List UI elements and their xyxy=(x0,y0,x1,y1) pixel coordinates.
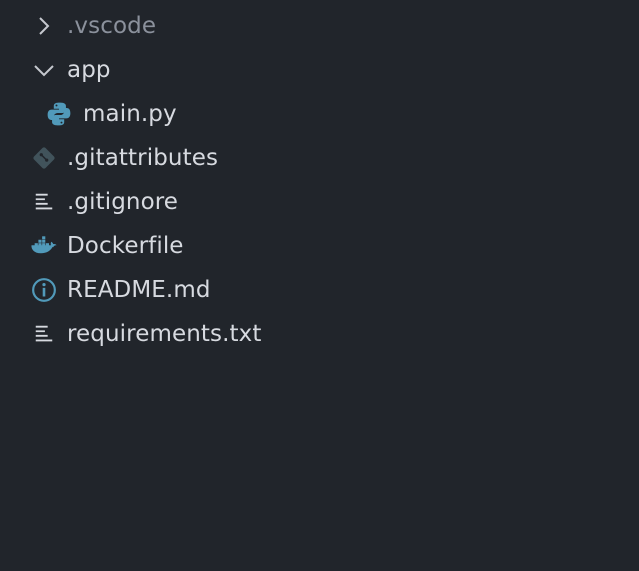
python-icon xyxy=(46,101,72,127)
tree-item-readme[interactable]: README.md xyxy=(0,268,639,312)
tree-item-label: main.py xyxy=(83,101,177,127)
tree-item-requirements[interactable]: requirements.txt xyxy=(0,312,639,356)
tree-item-label: .gitignore xyxy=(67,189,179,215)
info-icon xyxy=(30,276,58,304)
text-lines-icon xyxy=(30,188,58,216)
text-lines-icon xyxy=(30,320,58,348)
tree-item-label: README.md xyxy=(67,277,211,303)
tree-item-vscode-folder[interactable]: .vscode xyxy=(0,4,639,48)
tree-item-label: .vscode xyxy=(67,13,157,39)
tree-item-main-py[interactable]: main.py xyxy=(0,92,639,136)
docker-icon xyxy=(30,232,58,260)
chevron-down-icon xyxy=(32,58,56,82)
git-icon xyxy=(30,144,58,172)
tree-item-app-folder[interactable]: app xyxy=(0,48,639,92)
tree-item-label: app xyxy=(67,57,111,83)
tree-item-gitignore[interactable]: .gitignore xyxy=(0,180,639,224)
tree-item-dockerfile[interactable]: Dockerfile xyxy=(0,224,639,268)
chevron-right-icon xyxy=(32,14,56,38)
tree-item-label: .gitattributes xyxy=(67,145,219,171)
tree-item-label: requirements.txt xyxy=(67,321,262,347)
file-tree: .vscode app main.py xyxy=(0,4,639,356)
tree-item-gitattributes[interactable]: .gitattributes xyxy=(0,136,639,180)
tree-item-label: Dockerfile xyxy=(67,233,184,259)
